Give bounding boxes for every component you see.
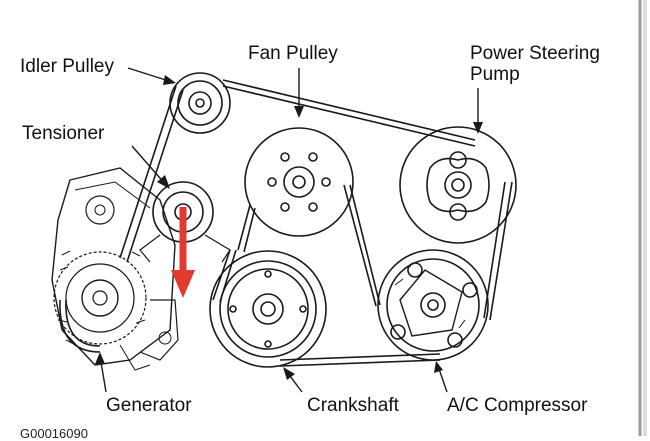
fan-pulley-label: Fan Pulley bbox=[248, 43, 338, 64]
drive-belt bbox=[59, 79, 513, 367]
crankshaft-label: Crankshaft bbox=[307, 395, 399, 416]
power-steering-pump-graphic bbox=[399, 126, 517, 244]
fan-pulley-graphic bbox=[244, 127, 354, 237]
generator-housing bbox=[51, 167, 179, 371]
generator-label: Generator bbox=[106, 395, 192, 416]
crankshaft-pulley-graphic bbox=[209, 250, 327, 368]
idler-pulley-label: Idler Pulley bbox=[20, 56, 114, 77]
tensioner-direction-red-arrow bbox=[171, 207, 195, 298]
tensioner-label: Tensioner bbox=[22, 123, 105, 144]
figure-code: G00016090 bbox=[20, 426, 88, 441]
idler-pulley-graphic bbox=[169, 72, 231, 134]
ac-compressor-graphic bbox=[377, 249, 489, 361]
ac-compressor-label: A/C Compressor bbox=[447, 395, 588, 416]
leader-arrowheads bbox=[95, 75, 483, 380]
power-steering-label-line1: Power Steering bbox=[470, 43, 600, 64]
power-steering-label-line2: Pump bbox=[470, 64, 520, 85]
